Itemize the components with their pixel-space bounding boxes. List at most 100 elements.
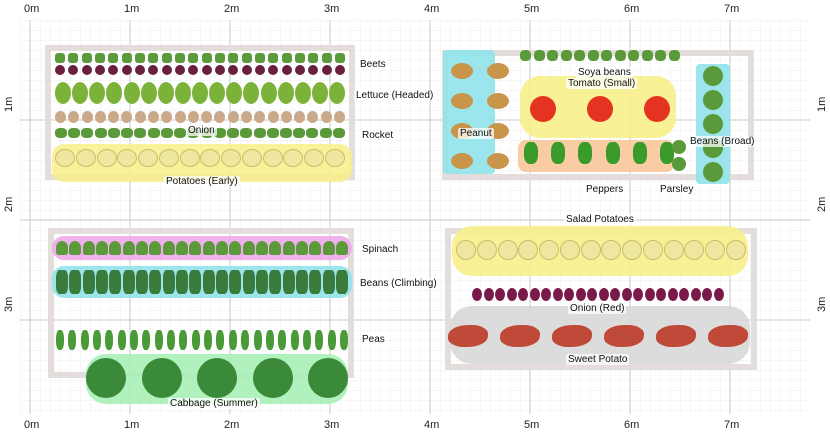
pea-pod-icon: [290, 330, 299, 350]
spinach-icon: [149, 241, 162, 255]
lettuce-icon: [243, 82, 260, 104]
pea-pod-icon: [167, 330, 176, 350]
red-onion-icon: [713, 287, 724, 301]
potato-icon: [75, 149, 96, 167]
beets-row[interactable]: [55, 52, 345, 64]
potatoes-early-row[interactable]: [55, 148, 345, 168]
salad-potatoes-row[interactable]: [456, 232, 746, 268]
peppers-band: [518, 140, 674, 172]
peanut-column[interactable]: [444, 56, 516, 176]
pepper-icon: [605, 142, 620, 164]
climbing-beans-row[interactable]: [56, 268, 348, 296]
cabbage-icon: [141, 358, 182, 398]
salad-potato-icon: [725, 240, 746, 260]
onion-icon: [94, 111, 106, 123]
soya-bean-icon: [547, 49, 559, 61]
soya-bean-icon: [587, 49, 599, 61]
parsley-column[interactable]: [668, 138, 690, 172]
beet-icon: [214, 65, 225, 75]
peas-row[interactable]: [56, 330, 348, 350]
ruler-mark: 3m: [3, 296, 15, 312]
beet-icon: [294, 65, 305, 75]
lettuce-icon: [209, 82, 226, 104]
lettuce-icon: [226, 82, 243, 104]
pea-pod-icon: [204, 330, 213, 350]
red-onion-icon: [690, 287, 701, 301]
salad-potato-icon: [518, 240, 539, 260]
sweet-potato-row[interactable]: [448, 322, 748, 350]
red-onion-icon: [610, 287, 621, 301]
label-tomato-small: Tomato (Small): [566, 78, 638, 89]
soya-bean-icon: [601, 49, 613, 61]
soya-beans-row[interactable]: [520, 48, 680, 62]
beet-leaf-icon: [108, 53, 119, 63]
cabbage-row[interactable]: [86, 356, 348, 400]
salad-potato-icon: [559, 240, 580, 260]
broad-bean-icon: [703, 162, 723, 182]
onion-icon: [161, 111, 173, 123]
onion-icon: [320, 111, 332, 123]
rocket-icon: [147, 128, 160, 138]
beet-leaf-icon: [201, 53, 212, 63]
spinach-icon: [189, 241, 202, 255]
rocket-icon: [240, 128, 253, 138]
beet-leaf-icon: [55, 53, 65, 63]
ruler-mark: 2m: [224, 3, 240, 15]
pea-pod-icon: [93, 330, 102, 350]
spinach-icon: [229, 241, 242, 255]
onion-row[interactable]: [55, 110, 345, 124]
beet-leaf-icon: [321, 53, 332, 63]
spinach-icon: [202, 241, 215, 255]
tomato-row[interactable]: [530, 94, 670, 124]
onion-red-row[interactable]: [472, 286, 724, 302]
beet-icon: [161, 65, 172, 75]
red-onion-icon: [472, 287, 482, 301]
tomato-icon: [530, 96, 556, 122]
sweet-potato-icon: [448, 325, 488, 347]
peppers-row[interactable]: [524, 138, 674, 168]
lettuce-icon: [174, 82, 191, 104]
rocket-icon: [160, 128, 173, 138]
pea-pod-icon: [130, 330, 139, 350]
red-onion-icon: [564, 287, 575, 301]
ruler-mark: 1m: [124, 3, 140, 15]
broad-bean-icon: [703, 66, 723, 86]
beet-leaf-icon: [134, 53, 145, 63]
climbing-bean-icon: [242, 270, 255, 294]
broad-beans-column[interactable]: [696, 64, 730, 184]
climbing-bean-icon: [82, 270, 95, 294]
ruler-mark: 4m: [424, 419, 440, 431]
onion-icon: [240, 111, 252, 123]
spinach-icon: [56, 241, 68, 255]
spinach-icon: [295, 241, 308, 255]
red-onion-icon: [598, 287, 609, 301]
spinach-row[interactable]: [56, 238, 348, 258]
lettuce-icon: [157, 82, 174, 104]
soya-bean-icon: [574, 49, 586, 61]
onion-icon: [333, 111, 345, 123]
lettuce-row[interactable]: [55, 80, 345, 106]
red-onion-icon: [506, 287, 517, 301]
lettuce-icon: [106, 82, 123, 104]
beets-row-2[interactable]: [55, 64, 345, 76]
ruler-mark: 2m: [3, 196, 15, 212]
pea-pod-icon: [216, 330, 225, 350]
pea-pod-icon: [56, 330, 64, 350]
beet-leaf-icon: [174, 53, 185, 63]
spinach-icon: [122, 241, 135, 255]
spinach-icon: [242, 241, 255, 255]
climbing-bean-icon: [335, 270, 348, 294]
garden-canvas[interactable]: Beets Lettuce (Headed) Onion Rocket Pota…: [20, 20, 810, 414]
soya-bean-icon: [628, 49, 640, 61]
beet-leaf-icon: [68, 53, 79, 63]
climbing-bean-icon: [162, 270, 175, 294]
beet-leaf-icon: [148, 53, 159, 63]
rocket-icon: [306, 128, 319, 138]
spinach-icon: [282, 241, 295, 255]
ruler-mark: 6m: [624, 419, 640, 431]
beet-icon: [81, 65, 92, 75]
rocket-icon: [94, 128, 107, 138]
broad-bean-icon: [703, 90, 723, 110]
label-parsley: Parsley: [658, 184, 696, 195]
